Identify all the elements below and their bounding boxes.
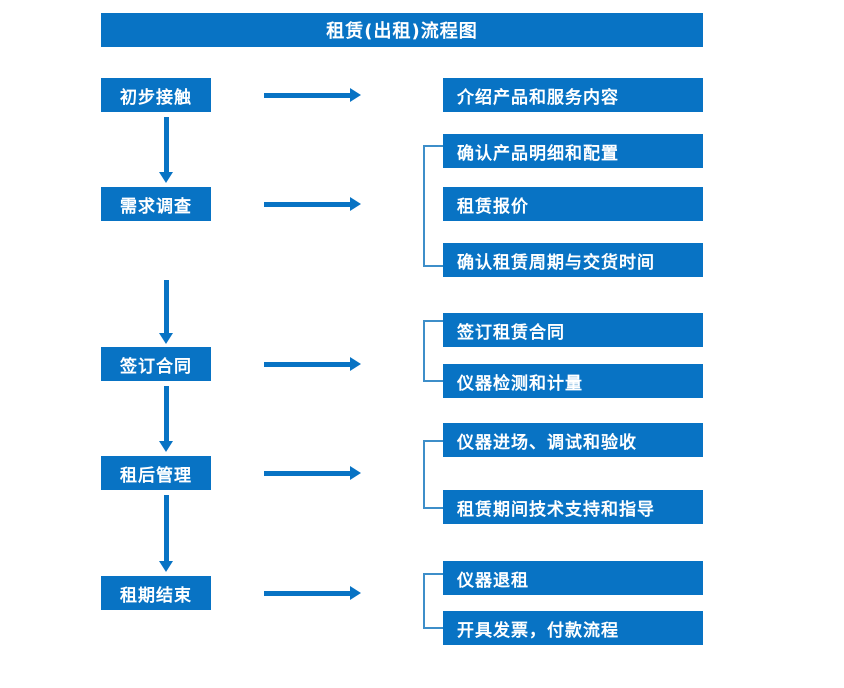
stage-box-demand-survey[interactable]: 需求调查: [101, 187, 211, 221]
detail-box-confirm-product-details[interactable]: 确认产品明细和配置: [443, 134, 703, 168]
horizontal-arrow-rental-end: [264, 586, 361, 600]
vertical-arrow-management-to-end: [159, 495, 173, 572]
stage-box-initial-contact[interactable]: 初步接触: [101, 78, 211, 112]
horizontal-arrow-post-rental-management: [264, 466, 361, 480]
vertical-arrow-contact-to-survey: [159, 117, 173, 183]
group-bracket-demand-survey: [423, 145, 443, 267]
stage-box-sign-contract[interactable]: 签订合同: [101, 347, 211, 381]
horizontal-arrow-initial-contact: [264, 88, 361, 102]
group-bracket-rental-end: [423, 573, 443, 629]
horizontal-arrow-sign-contract: [264, 357, 361, 371]
vertical-arrow-survey-to-contract: [159, 280, 173, 344]
detail-box-confirm-rental-period[interactable]: 确认租赁周期与交货时间: [443, 243, 703, 277]
group-bracket-sign-contract: [423, 320, 443, 382]
detail-box-instrument-return[interactable]: 仪器退租: [443, 561, 703, 595]
detail-box-instrument-delivery-commissioning[interactable]: 仪器进场、调试和验收: [443, 423, 703, 457]
vertical-arrow-contract-to-management: [159, 386, 173, 452]
detail-box-instrument-inspection[interactable]: 仪器检测和计量: [443, 364, 703, 398]
horizontal-arrow-demand-survey: [264, 197, 361, 211]
detail-box-rental-quotation[interactable]: 租赁报价: [443, 187, 703, 221]
diagram-title: 租赁(出租)流程图: [101, 13, 703, 47]
stage-box-post-rental-management[interactable]: 租后管理: [101, 456, 211, 490]
detail-box-invoice-payment[interactable]: 开具发票，付款流程: [443, 611, 703, 645]
detail-box-technical-support[interactable]: 租赁期间技术支持和指导: [443, 490, 703, 524]
stage-box-rental-end[interactable]: 租期结束: [101, 576, 211, 610]
detail-box-sign-rental-contract[interactable]: 签订租赁合同: [443, 313, 703, 347]
group-bracket-post-rental-management: [423, 440, 443, 509]
detail-box-introduce-products[interactable]: 介绍产品和服务内容: [443, 78, 703, 112]
